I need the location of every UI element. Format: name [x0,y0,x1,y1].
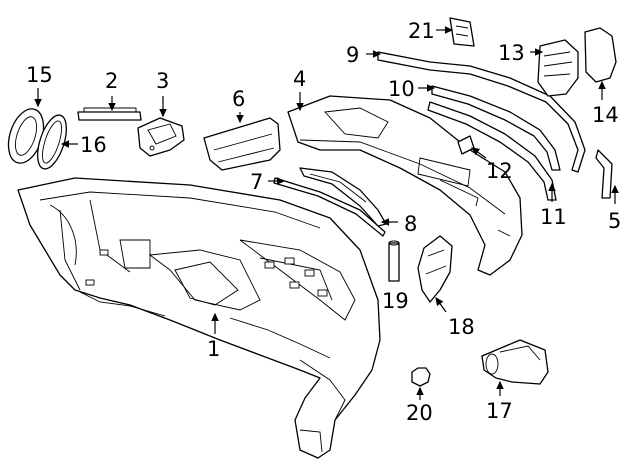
callout-7: 7 [250,170,263,194]
callout-4: 4 [293,67,306,91]
part-3-bracket [137,117,185,157]
part-19-pin [388,240,400,282]
leader-lines [34,26,619,400]
part-20-nut [411,367,431,387]
callout-15: 15 [26,63,53,87]
part-18-mount-bracket [417,235,453,303]
part-21-plate [449,17,475,47]
part-9-top-rail [377,51,586,173]
part-2-mounting-strip [77,107,142,121]
callout-2: 2 [105,69,118,93]
callout-21: 21 [408,19,435,43]
callout-18: 18 [448,315,475,339]
leader-18 [435,297,447,313]
callout-19: 19 [382,289,409,313]
callout-11: 11 [540,205,567,229]
part-11-reinforcement [427,101,557,201]
callout-1: 1 [207,337,220,361]
callout-3: 3 [156,69,169,93]
callout-10: 10 [388,77,415,101]
callout-6: 6 [232,87,245,111]
part-10-rail [431,85,561,171]
callout-9: 9 [346,43,359,67]
part-13-bracket-block [537,39,579,97]
callout-5: 5 [608,209,621,233]
callout-20: 20 [406,401,433,425]
callout-16: 16 [80,133,107,157]
leader-12 [471,147,487,159]
callout-14: 14 [592,103,619,127]
callout-13: 13 [498,41,525,65]
part-14-cap [584,27,617,83]
part-15-ring [7,108,45,164]
callout-labels: 1 2 3 4 5 6 7 8 9 10 11 12 13 14 15 16 1… [26,19,621,425]
callout-8: 8 [404,212,417,236]
callout-17: 17 [486,399,513,423]
part-1-bumper-cover [17,177,381,459]
part-4-upper-panel [287,95,523,276]
part-5-side-bracket [595,149,613,199]
part-17-duct [481,339,549,385]
part-6-trim-cover [203,117,281,171]
callout-12: 12 [486,159,513,183]
